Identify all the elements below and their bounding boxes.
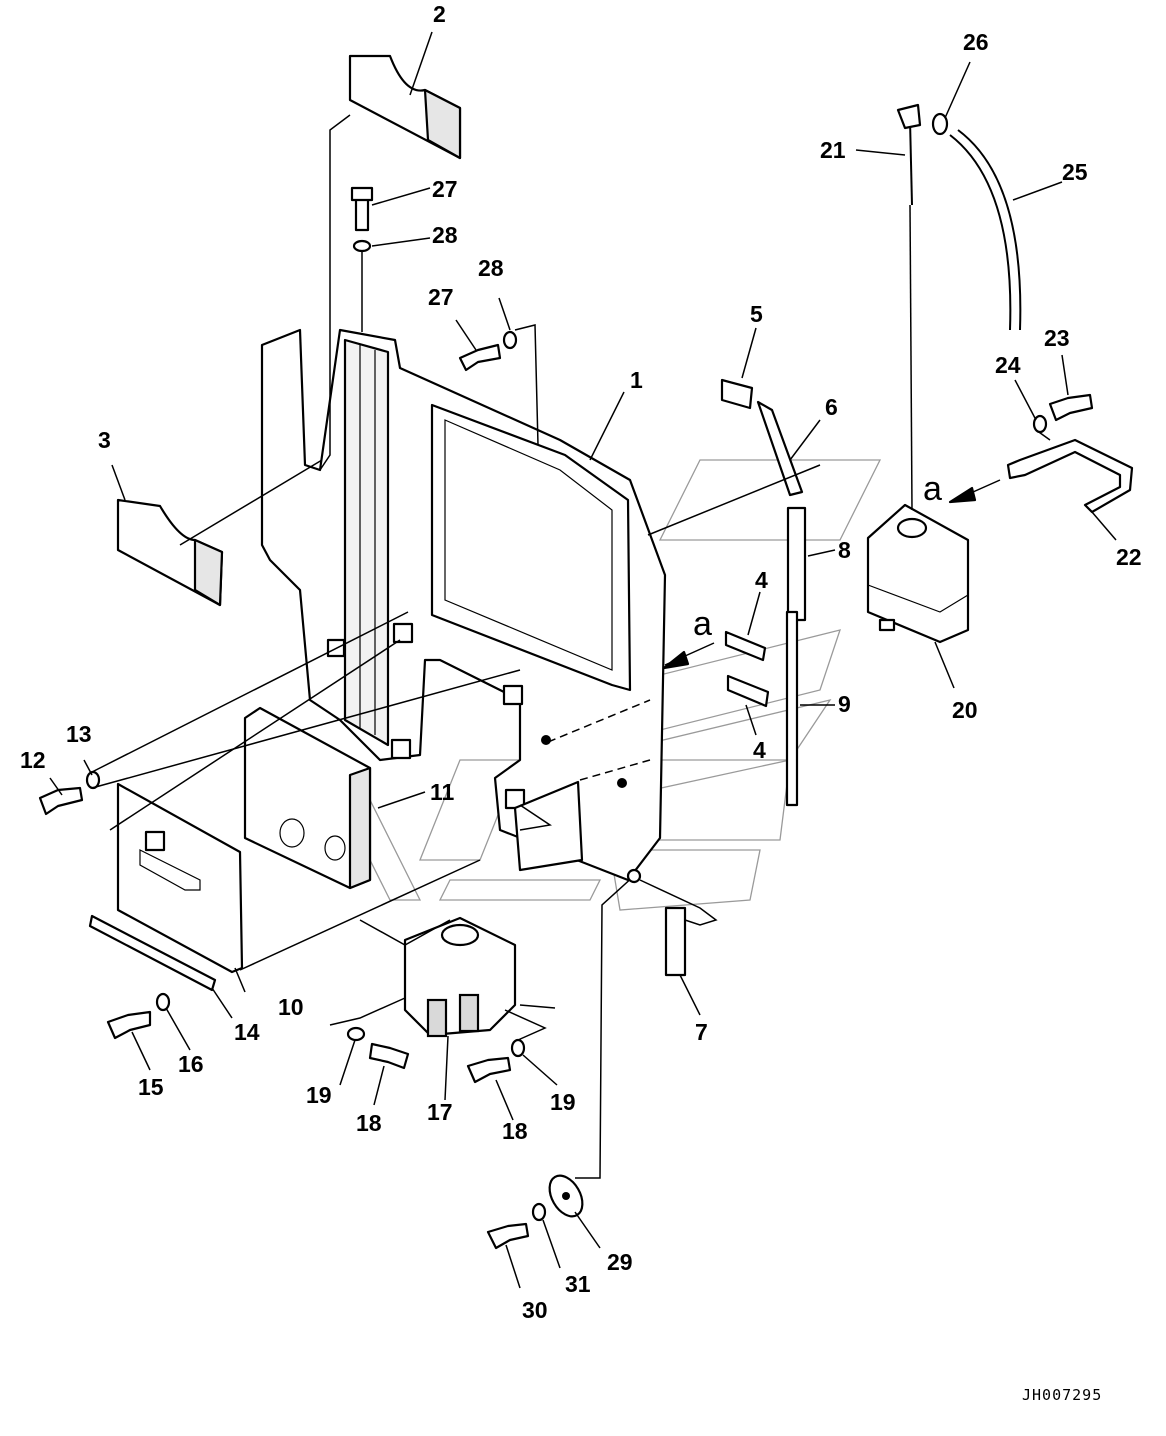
callout-16: 16 xyxy=(178,1051,204,1077)
callout-15: 15 xyxy=(138,1074,164,1100)
callout-30: 30 xyxy=(522,1297,548,1323)
leader-lines xyxy=(49,31,1117,1289)
pad-strips xyxy=(664,378,807,977)
callout-31: 31 xyxy=(565,1271,591,1297)
callout-20: 20 xyxy=(952,697,978,723)
callout-5: 5 xyxy=(750,301,763,327)
callout-14: 14 xyxy=(234,1019,260,1045)
view-marker-a-left: a xyxy=(693,605,712,643)
tank-part-20 xyxy=(866,503,970,644)
pump-part-17 xyxy=(403,916,517,1038)
plate-part-10 xyxy=(116,782,244,974)
rod-part-21 xyxy=(896,103,922,206)
drawing-code: JH007295 xyxy=(1022,1386,1102,1404)
callout-29: 29 xyxy=(607,1249,633,1275)
callout-4-bottom: 4 xyxy=(753,737,766,763)
callout-21: 21 xyxy=(820,137,846,163)
callout-19-left: 19 xyxy=(306,1082,332,1108)
fasteners xyxy=(38,186,1094,1250)
strap-part-22 xyxy=(1006,438,1134,514)
callout-10: 10 xyxy=(278,994,304,1020)
callout-28-mid: 28 xyxy=(478,255,504,281)
callout-28-top: 28 xyxy=(432,222,458,248)
callout-25: 25 xyxy=(1062,159,1088,185)
block-part-3 xyxy=(116,498,224,607)
callout-1: 1 xyxy=(630,367,643,393)
callout-19-right: 19 xyxy=(550,1089,576,1115)
callout-27-mid: 27 xyxy=(428,284,454,310)
callout-6: 6 xyxy=(825,394,838,420)
frame-part-1 xyxy=(260,328,667,882)
callout-27-top: 27 xyxy=(432,176,458,202)
callout-7: 7 xyxy=(695,1019,708,1045)
callout-9: 9 xyxy=(838,691,851,717)
callout-12: 12 xyxy=(20,747,46,773)
callout-26: 26 xyxy=(963,29,989,55)
callout-4-top: 4 xyxy=(755,567,768,593)
callout-23: 23 xyxy=(1044,325,1070,351)
callout-2: 2 xyxy=(433,1,446,27)
callout-13: 13 xyxy=(66,721,92,747)
callout-18-left: 18 xyxy=(356,1110,382,1136)
mount-pads xyxy=(326,622,526,810)
view-marker-a-right: a xyxy=(923,470,942,508)
hose-part-25 xyxy=(949,129,1022,331)
callout-labels: 1 2 3 4 4 5 6 7 8 9 10 11 12 13 14 15 16… xyxy=(20,1,1142,1323)
block-part-2 xyxy=(348,54,462,160)
clip-part-26 xyxy=(931,112,949,136)
strip-part-14 xyxy=(88,914,217,992)
callout-17: 17 xyxy=(427,1099,453,1125)
callout-3: 3 xyxy=(98,427,111,453)
callout-22: 22 xyxy=(1116,544,1142,570)
callout-11: 11 xyxy=(430,779,455,805)
callout-8: 8 xyxy=(838,537,851,563)
callout-18-right: 18 xyxy=(502,1118,528,1144)
controller-box-part-11 xyxy=(243,706,372,890)
callout-24: 24 xyxy=(995,352,1021,378)
